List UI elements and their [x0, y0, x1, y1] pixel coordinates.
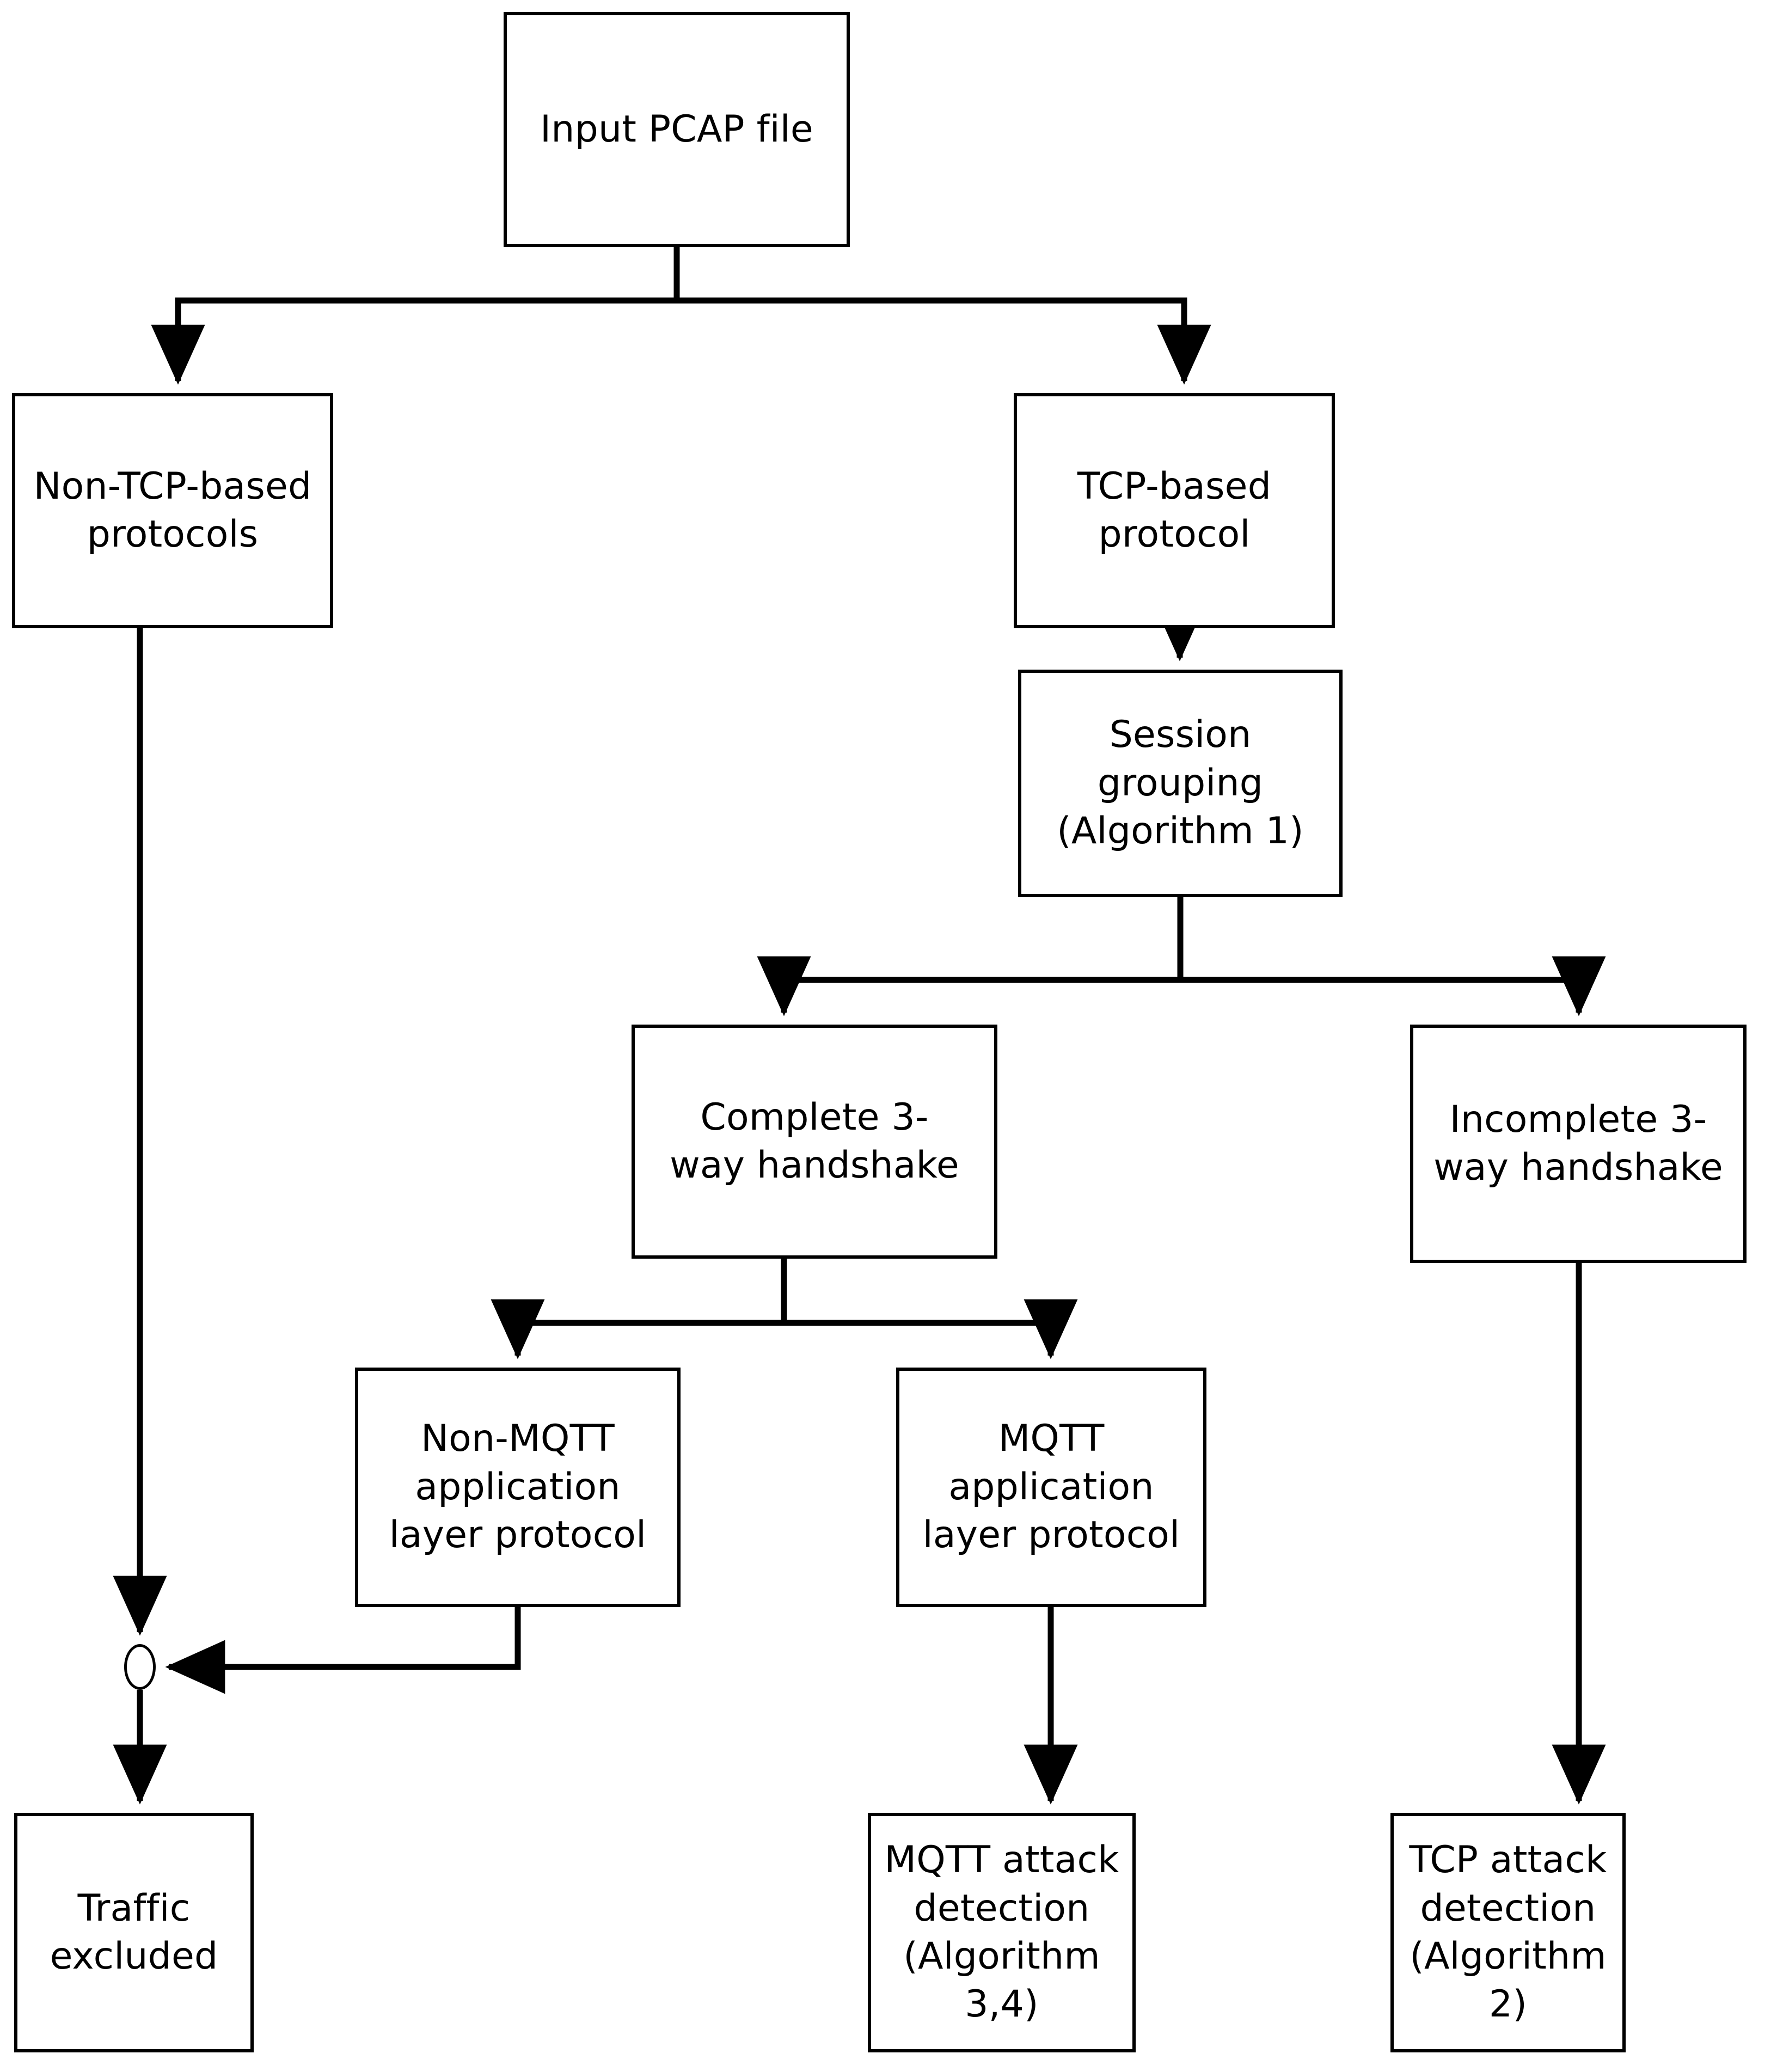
node-label-mqtt-attack-detection: MQTT attack detection (Algorithm 3,4): [884, 1838, 1119, 2026]
node-mqtt-attack-detection[interactable]: MQTT attack detection (Algorithm 3,4): [868, 1813, 1136, 2052]
node-label-session-grouping: Session grouping (Algorithm 1): [1057, 713, 1304, 853]
node-label-input-pcap-file: Input PCAP file: [540, 107, 813, 151]
node-incomplete-3-way-handshake[interactable]: Incomplete 3- way handshake: [1410, 1025, 1747, 1263]
edge-complete-to-non-mqtt: [491, 1259, 787, 1359]
node-tcp-based-protocol[interactable]: TCP-based protocol: [1014, 393, 1335, 628]
node-session-grouping[interactable]: Session grouping (Algorithm 1): [1018, 670, 1343, 897]
node-non-tcp-based-protocols[interactable]: Non-TCP-based protocols: [12, 393, 333, 628]
node-complete-3-way-handshake[interactable]: Complete 3- way handshake: [632, 1025, 997, 1259]
node-mqtt-application-layer-protocol[interactable]: MQTT application layer protocol: [896, 1368, 1206, 1607]
node-input-pcap-file[interactable]: Input PCAP file: [504, 12, 850, 247]
edge-input-to-non-tcp: [151, 247, 680, 385]
node-label-incomplete-3-way-handshake: Incomplete 3- way handshake: [1433, 1098, 1723, 1189]
edge-session-to-complete: [757, 897, 1184, 1016]
merge-junction-node[interactable]: [124, 1644, 156, 1690]
node-label-non-tcp-based-protocols: Non-TCP-based protocols: [33, 464, 312, 556]
edge-complete-to-mqtt: [784, 1299, 1078, 1359]
node-label-tcp-attack-detection: TCP attack detection (Algorithm 2): [1409, 1838, 1607, 2026]
node-label-traffic-excluded: Traffic excluded: [50, 1886, 218, 1978]
node-label-mqtt-application-layer-protocol: MQTT application layer protocol: [922, 1417, 1180, 1557]
node-label-complete-3-way-handshake: Complete 3- way handshake: [670, 1095, 959, 1187]
node-tcp-attack-detection[interactable]: TCP attack detection (Algorithm 2): [1390, 1813, 1626, 2052]
node-label-tcp-based-protocol: TCP-based protocol: [1077, 464, 1272, 556]
edge-session-to-incomplete: [1180, 956, 1606, 1016]
node-label-non-mqtt-application-layer-protocol: Non-MQTT application layer protocol: [389, 1417, 647, 1557]
edge-non-mqtt-to-junction: [165, 1607, 521, 1694]
node-non-mqtt-application-layer-protocol[interactable]: Non-MQTT application layer protocol: [355, 1368, 681, 1607]
edge-input-to-tcp: [677, 297, 1211, 385]
node-traffic-excluded[interactable]: Traffic excluded: [14, 1813, 254, 2052]
